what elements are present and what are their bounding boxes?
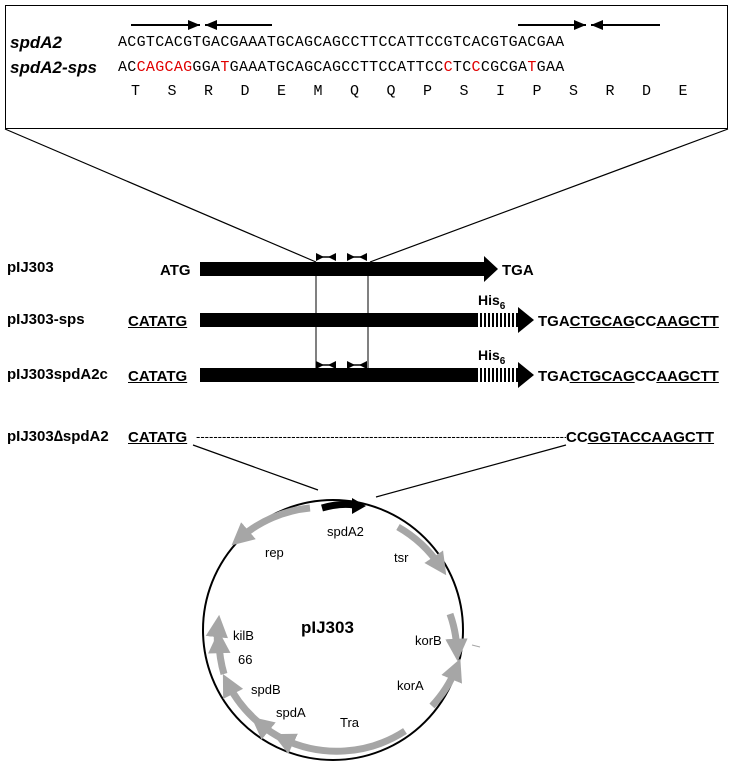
- site-segment: AAGCTT: [656, 368, 719, 385]
- sequence_panel.row1_seq-segment: ACGTCACGTGACGAAATGCAGCAGCCTTCCATTCCGTCAC…: [118, 34, 565, 51]
- construct-name-4: pIJ303∆spdA2: [7, 428, 109, 445]
- site-segment: CC: [566, 429, 588, 446]
- site-segment: CTGCAG: [569, 313, 635, 330]
- end-sites-3: TGACTGCAGCCAAGCTT: [538, 368, 719, 385]
- start-site-3: CATATG: [128, 368, 188, 385]
- site-segment: GGTACCAAGCTT: [587, 429, 715, 446]
- amino-acid: D: [240, 83, 250, 100]
- sequence_panel.row2_seq-segment: GAA: [536, 59, 565, 76]
- gene-label-kilB: kilB: [233, 628, 254, 643]
- gene-label-rep: rep: [265, 545, 284, 560]
- site-segment: CC: [634, 313, 657, 330]
- start-codon-1: ATG: [160, 262, 191, 279]
- gene-label-Tra: Tra: [340, 715, 360, 730]
- sequence_panel.row2_seq-segment: TC: [452, 59, 472, 76]
- plasmid-name: pIJ303: [301, 618, 354, 637]
- sequence_panel.row2_seq-segment: T: [220, 59, 230, 76]
- gene-label-korA: korA: [397, 678, 424, 693]
- small-arrows-1: [316, 253, 367, 261]
- amino-acid: R: [605, 83, 615, 100]
- amino-acid: M: [313, 83, 323, 100]
- construct-name-2: pIJ303-sps: [7, 311, 85, 328]
- construct-name-1: pIJ303: [7, 259, 54, 276]
- sequence_panel.row2_seq-segment: AC: [118, 59, 137, 76]
- small-arrows-3: [316, 361, 367, 369]
- sequence-panel: [5, 5, 728, 129]
- gene-label-spdA2: spdA2: [327, 524, 364, 539]
- amino-acid: Q: [386, 83, 396, 100]
- sequence_panel.row2_seq-segment: C: [443, 59, 453, 76]
- row1-label: spdA2: [10, 33, 62, 52]
- row2-sequence: ACCAGCAGGGATGAAATGCAGCAGCCTTCCATTCCCTCCC…: [118, 59, 565, 76]
- amino-acid: P: [423, 83, 433, 100]
- spdA2-arrow: [321, 498, 366, 514]
- amino-acid: D: [642, 83, 652, 100]
- site-segment: CC: [634, 368, 657, 385]
- gene-label-66: 66: [238, 652, 253, 667]
- amino-acid: S: [569, 83, 579, 100]
- site-segment: TGA: [538, 368, 570, 385]
- row2-label: spdA2-sps: [10, 58, 97, 77]
- start-site-2: CATATG: [128, 313, 188, 330]
- deletion-line: ----------------------------------------…: [196, 429, 566, 444]
- sequence_panel.row2_seq-segment: GA: [201, 59, 221, 76]
- sequence_panel.row2_seq-segment: CG: [480, 59, 500, 76]
- gene-label-tsr: tsr: [394, 550, 409, 565]
- site-segment: AAGCTT: [656, 313, 719, 330]
- gene-label-spdA: spdA: [276, 705, 306, 720]
- his-tag-label-3: His6: [478, 347, 506, 367]
- amino-acid: I: [496, 83, 506, 100]
- sequence_panel.row2_seq-segment: CAGCAG: [136, 59, 193, 76]
- amino-acid: R: [204, 83, 214, 100]
- gene-label-spdB: spdB: [251, 682, 281, 697]
- start-site-4: CATATG: [128, 429, 188, 446]
- sequence_panel.row2_seq-segment: GA: [508, 59, 528, 76]
- sequence_panel.row2_seq-segment: C: [471, 59, 481, 76]
- site-segment: TGA: [538, 313, 570, 330]
- row1-sequence: ACGTCACGTGACGAAATGCAGCAGCCTTCCATTCCGTCAC…: [118, 34, 564, 51]
- amino-acid: P: [532, 83, 542, 100]
- gene-label-korB: korB: [415, 633, 442, 648]
- end-sites-2: TGACTGCAGCCAAGCTT: [538, 313, 719, 330]
- sequence_panel.row2_seq-segment: G: [192, 59, 202, 76]
- site-segment: CTGCAG: [569, 368, 635, 385]
- amino-acid: Q: [350, 83, 360, 100]
- construct-name-3: pIJ303spdA2c: [7, 366, 108, 383]
- amino-acid: S: [167, 83, 177, 100]
- sequence_panel.row2_seq-segment: C: [499, 59, 509, 76]
- sequence_panel.row2_seq-segment: GAAATGCAGCAGCCTTCCATTCC: [229, 59, 444, 76]
- sequence_panel.row2_seq-segment: T: [527, 59, 537, 76]
- amino-acid: E: [678, 83, 688, 100]
- his-tag-label-2: His6: [478, 292, 506, 312]
- stop-codon-1: TGA: [502, 262, 534, 279]
- amino-acid: T: [131, 83, 141, 100]
- amino-acid: E: [277, 83, 287, 100]
- gene-arrow-1: [200, 256, 498, 282]
- amino-acid: S: [459, 83, 469, 100]
- end-sites-4: CCGGTACCAAGCTT: [566, 429, 714, 446]
